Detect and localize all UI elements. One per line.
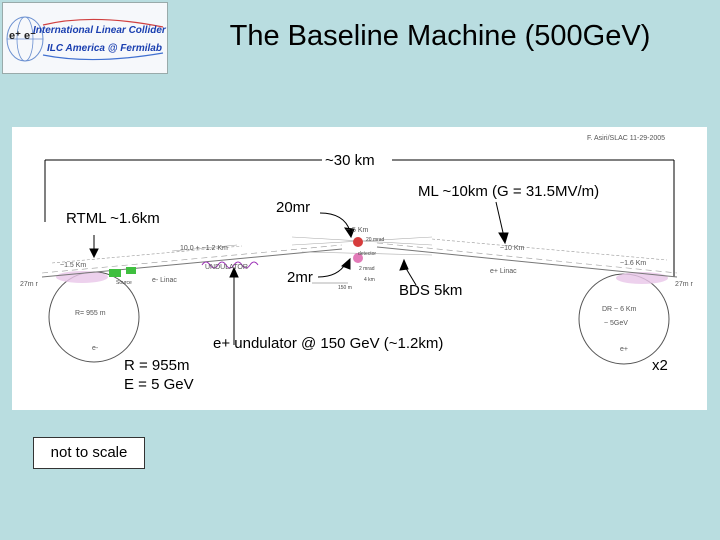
interaction-region: [291, 236, 433, 284]
ir-20mrad-label: 20 mrad: [366, 237, 385, 243]
ir-length-label: ~ 5 Km: [346, 227, 369, 234]
right-linac-length-label: ~10 Km: [500, 245, 525, 252]
page-title: The Baseline Machine (500GeV): [229, 20, 651, 52]
left-rtml-length-label: ~1.5 Km: [60, 262, 87, 269]
length-bracket: [44, 159, 675, 277]
left-dr-particle-label: e-: [92, 345, 99, 352]
ir-2mrad-label: 2 mrad: [359, 266, 375, 272]
left-linac: [41, 244, 343, 278]
right-27mr-label: 27m r: [675, 281, 693, 288]
detector-2mr-icon: [353, 253, 363, 263]
logo-mark: e⁺ e⁻: [9, 30, 36, 42]
globe-icon: [6, 16, 164, 62]
detector-20mr-icon: [353, 237, 363, 247]
bds-label: BDS 5km: [399, 282, 463, 299]
right-linac: [376, 238, 678, 278]
crossing-2mr-label: 2mr: [287, 269, 313, 286]
callout-arrows: [89, 201, 509, 345]
overall-length-label: ~30 km: [325, 152, 375, 169]
accelerator-diagram: [41, 159, 678, 365]
undulator-note-label: e+ undulator @ 150 GeV (~1.2km): [213, 335, 444, 352]
undulator-label: UNDULATOR: [205, 264, 248, 271]
ir-150m-label: 150 m: [338, 285, 352, 291]
main-linac-label: ML ~10km (G = 31.5MV/m): [418, 183, 600, 200]
multiplier-label: x2: [652, 357, 668, 374]
left-27mr-label: 27m r: [20, 281, 38, 288]
ilc-logo: e⁺ e⁻ International Linear Collider ILC …: [2, 2, 168, 74]
energy-label: E = 5 GeV: [124, 376, 194, 393]
left-linac-length-label: 10.0 + ~1.2 Km: [180, 245, 228, 252]
logo-line1: International Linear Collider: [33, 25, 166, 36]
not-to-scale-note: not to scale: [33, 437, 145, 469]
right-linac-name-label: e+ Linac: [490, 268, 517, 275]
source-label: Source: [116, 280, 132, 286]
ir-detector-label: detector: [358, 251, 377, 257]
rtml-label: RTML ~1.6km: [66, 210, 160, 227]
ir-4km-label: 4 km: [364, 277, 375, 283]
left-dr-radius-label: R= 955 m: [75, 310, 106, 317]
right-dr-energy-label: ~ 5GeV: [604, 320, 628, 327]
right-dr-size-label: DR ~ 6 Km: [602, 306, 637, 313]
logo-line2: ILC America @ Fermilab: [47, 43, 162, 54]
right-rtml-length-label: ~1.6 Km: [620, 260, 647, 267]
left-linac-name-label: e- Linac: [152, 277, 177, 284]
right-dr-particle-label: e+: [620, 346, 628, 353]
radius-label: R = 955m: [124, 357, 190, 374]
crossing-20mr-label: 20mr: [276, 199, 311, 216]
credit-label: F. Asiri/SLAC 11-29-2005: [587, 135, 666, 142]
